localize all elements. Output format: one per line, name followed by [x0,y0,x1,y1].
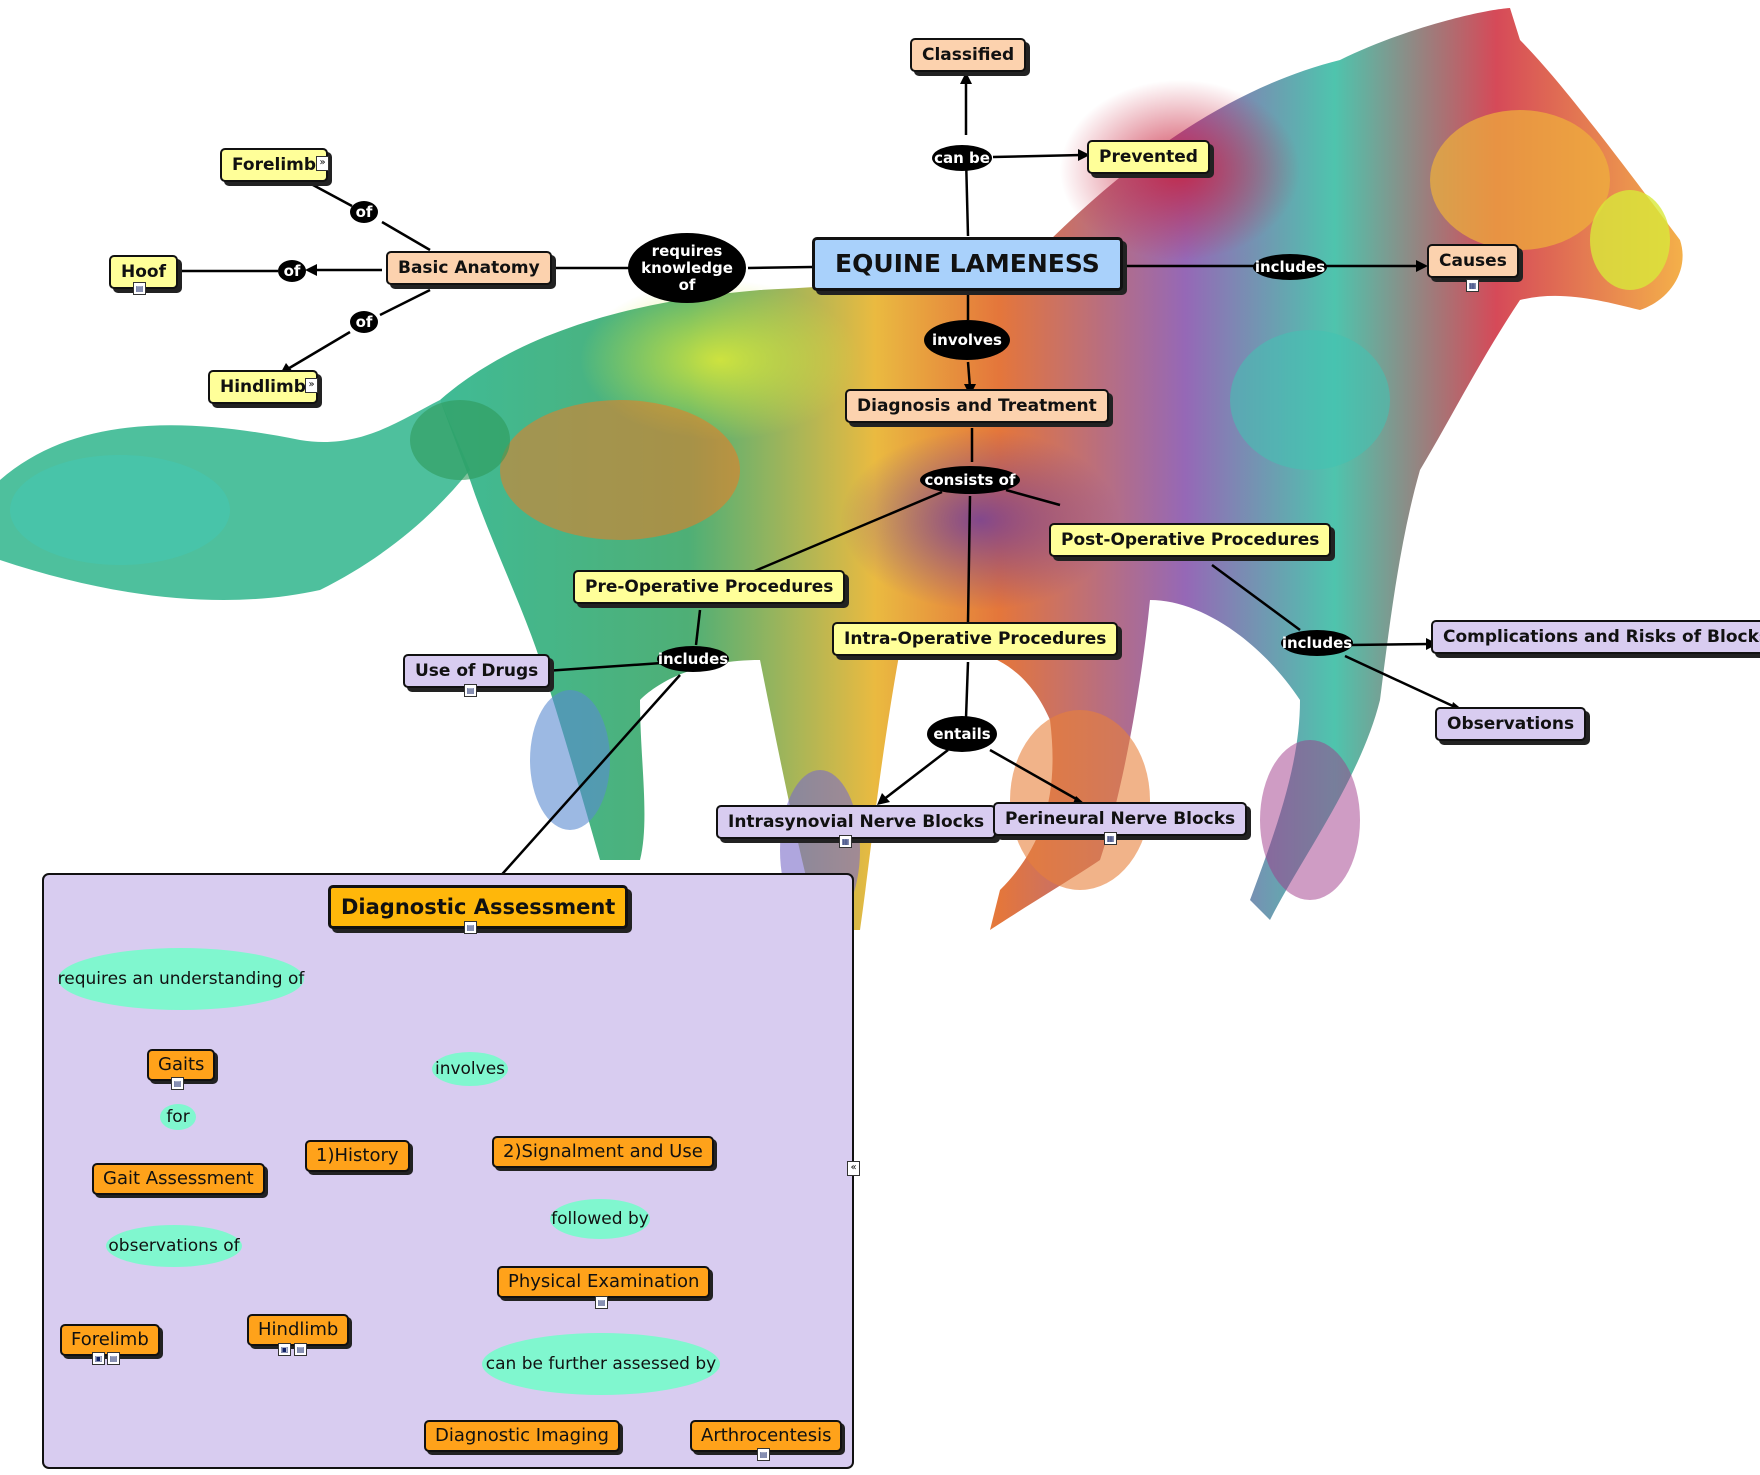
document-icon[interactable]: ▤ [107,1352,120,1365]
node-intrasynovial-nerve-blocks[interactable]: Intrasynovial Nerve Blocks [716,805,997,839]
link-involves: involves [924,320,1010,360]
node-arthrocentesis[interactable]: Arthrocentesis [690,1420,843,1452]
image-icon[interactable]: ▣ [92,1352,105,1365]
link-involves-panel: involves [432,1052,508,1086]
link-requires-an-understanding-of: requires an understanding of [58,948,304,1010]
node-post-operative-procedures[interactable]: Post-Operative Procedures [1049,523,1332,557]
image-icon[interactable]: ▣ [278,1343,291,1356]
link-for: for [160,1104,196,1130]
expand-icon[interactable]: » [316,156,329,171]
node-classified[interactable]: Classified [910,38,1027,72]
link-consists-of: consists of [920,466,1020,494]
link-followed-by: followed by [550,1199,650,1239]
link-of-hindlimb: of [350,311,378,333]
document-icon[interactable]: ▤ [294,1343,307,1356]
node-observations[interactable]: Observations [1435,707,1587,741]
expand-icon[interactable]: » [305,378,318,393]
node-prevented[interactable]: Prevented [1087,140,1210,174]
link-entails: entails [927,716,997,752]
link-includes-post: includes [1281,630,1353,656]
link-observations-of: observations of [106,1225,242,1267]
node-diagnostic-imaging[interactable]: Diagnostic Imaging [424,1420,620,1452]
node-physical-examination[interactable]: Physical Examination [497,1266,711,1298]
document-icon[interactable]: ▤ [171,1077,184,1090]
node-causes[interactable]: Causes [1427,244,1519,278]
node-diagnostic-assessment[interactable]: Diagnostic Assessment [328,885,629,929]
collapse-icon[interactable]: « [847,1161,860,1176]
concept-map-icon[interactable]: ▦ [839,835,852,848]
node-diagnosis-and-treatment[interactable]: Diagnosis and Treatment [845,389,1109,423]
concept-map-icon[interactable]: ▦ [1104,832,1117,845]
link-includes-causes: includes [1253,254,1327,280]
link-includes-pre: includes [657,646,729,672]
link-requires-knowledge-of: requires knowledge of [628,233,746,303]
link-of-forelimb: of [350,201,378,223]
concept-map-icon[interactable]: ▦ [1466,279,1479,292]
node-hindlimb-gait[interactable]: Hindlimb [247,1314,350,1346]
link-can-be: can be [932,145,992,171]
node-use-of-drugs[interactable]: Use of Drugs [403,654,551,688]
node-gaits[interactable]: Gaits [147,1049,216,1081]
central-concept-equine-lameness[interactable]: EQUINE LAMENESS [812,237,1123,291]
node-history[interactable]: 1)History [305,1140,410,1172]
node-basic-anatomy[interactable]: Basic Anatomy [386,251,552,285]
node-intra-operative-procedures[interactable]: Intra-Operative Procedures [832,622,1119,656]
document-icon[interactable]: ▤ [595,1296,608,1309]
document-icon[interactable]: ▤ [464,684,477,697]
document-icon[interactable]: ▤ [133,282,146,295]
node-forelimb[interactable]: Forelimb [220,148,329,182]
document-icon[interactable]: ▤ [757,1448,770,1461]
node-pre-operative-procedures[interactable]: Pre-Operative Procedures [573,570,846,604]
node-complications-and-risks-of-blocks[interactable]: Complications and Risks of Blocks [1431,620,1760,654]
node-perineural-nerve-blocks[interactable]: Perineural Nerve Blocks [993,802,1248,836]
node-signalment-and-use[interactable]: 2)Signalment and Use [492,1136,714,1168]
node-gait-assessment[interactable]: Gait Assessment [92,1163,265,1195]
link-can-be-further-assessed-by: can be further assessed by [482,1333,720,1395]
node-hindlimb[interactable]: Hindlimb [208,370,318,404]
document-icon[interactable]: ▤ [464,921,477,934]
link-of-hoof: of [278,260,306,282]
